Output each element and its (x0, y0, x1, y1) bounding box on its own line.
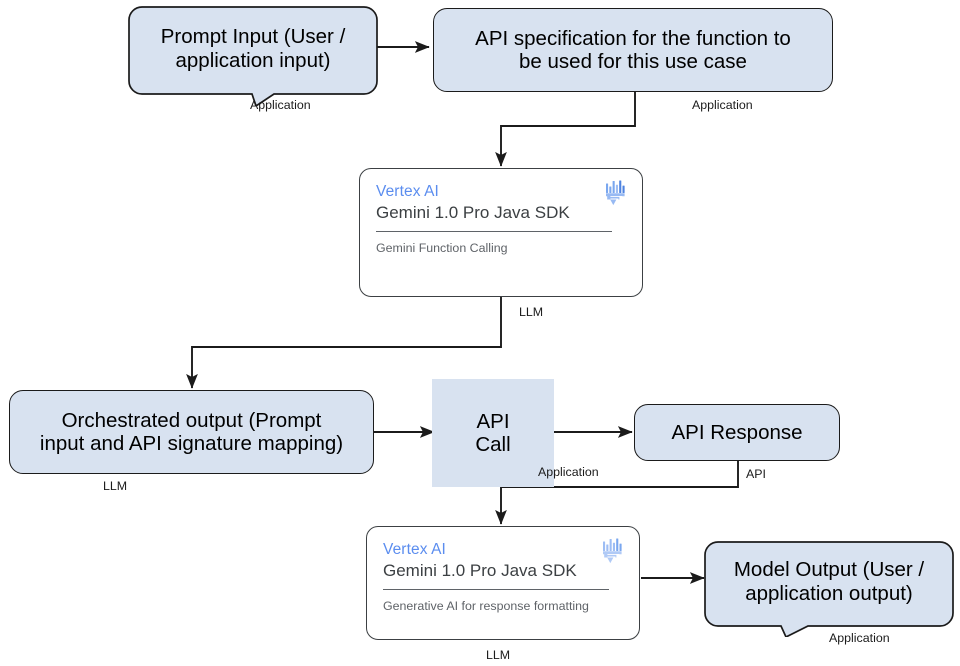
node-prompt-input-shape (128, 6, 378, 106)
node-api-response[interactable]: API Response (634, 404, 840, 461)
node-prompt-input-line2: application input) (175, 49, 331, 72)
tag-orchestrated-output: LLM (103, 479, 128, 493)
tag-card1: LLM (519, 305, 544, 319)
node-api-call-line1: API (476, 409, 510, 433)
card1-title: Vertex AI (376, 183, 439, 200)
node-orchestrated-output[interactable]: Orchestrated output (Prompt input and AP… (9, 390, 374, 474)
tag-api-spec: Application (692, 98, 753, 112)
card2-footer: Generative AI for response formatting (383, 599, 589, 614)
vertex-ai-icon (603, 538, 622, 564)
card2-subtitle: Gemini 1.0 Pro Java SDK (383, 561, 577, 581)
tag-api-response: API (746, 467, 766, 481)
vertex-ai-icon (606, 180, 625, 206)
card1-footer: Gemini Function Calling (376, 241, 508, 256)
node-api-response-label: API Response (671, 420, 803, 444)
node-api-spec[interactable]: API specification for the function to be… (433, 8, 833, 92)
node-model-output[interactable]: Model Output (User / application output) (708, 544, 950, 620)
node-prompt-input-line1: Prompt Input (User / (160, 24, 346, 48)
tag-model-output: Application (829, 631, 890, 645)
card-vertex-ai-response-formatting[interactable]: Vertex AI Gemini 1.0 Pro Java SDK Genera… (366, 526, 640, 640)
card-vertex-ai-function-calling[interactable]: Vertex AI Gemini 1.0 Pro Java SDK Gemini… (359, 168, 643, 297)
node-model-output-shape (704, 541, 954, 637)
edge-apispec-to-card1 (495, 92, 636, 167)
tag-api-call: Application (538, 465, 599, 479)
node-prompt-input[interactable]: Prompt Input (User / application input) (132, 10, 374, 88)
node-orchestrated-output-line1: Orchestrated output (Prompt (61, 408, 322, 432)
tag-card2: LLM (486, 648, 511, 662)
card2-divider (383, 589, 609, 591)
node-api-spec-line2: be used for this use case (519, 50, 747, 73)
node-api-spec-line1: API specification for the function to (475, 26, 791, 50)
node-model-output-line2: application output) (745, 582, 913, 605)
node-model-output-line1: Model Output (User / (733, 557, 925, 581)
node-orchestrated-output-line2: input and API signature mapping) (39, 432, 344, 455)
card1-divider (376, 231, 612, 233)
node-api-call-line2: Call (475, 433, 511, 456)
card1-subtitle: Gemini 1.0 Pro Java SDK (376, 203, 570, 223)
tag-prompt-input: Application (250, 98, 311, 112)
node-api-call[interactable]: API Call (432, 379, 554, 487)
card2-title: Vertex AI (383, 541, 446, 558)
edge-card1-to-orchestrated (186, 297, 502, 389)
